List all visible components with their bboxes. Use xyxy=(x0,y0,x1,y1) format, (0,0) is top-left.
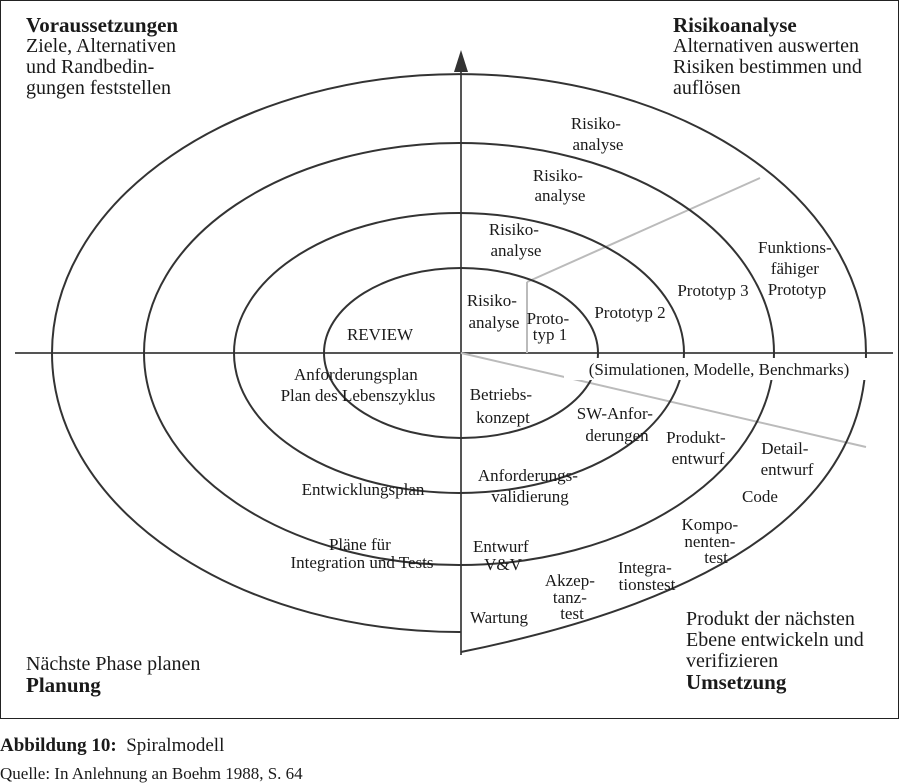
quadrant-text-line: auflösen xyxy=(673,77,741,99)
label-line: Kompo- xyxy=(682,515,739,534)
prototype-guide-line xyxy=(526,177,761,283)
spiral-ring-1 xyxy=(322,267,599,439)
design-guide-line xyxy=(460,352,867,448)
label-line: Pläne für xyxy=(329,535,391,554)
label-design-vv: Entwurf V&V xyxy=(473,537,533,574)
figure-caption: Abbildung 10: Spiralmodell xyxy=(0,735,224,757)
label-line: Anforderungsplan xyxy=(294,365,418,384)
quadrant-title-implementation: Umsetzung xyxy=(686,670,787,694)
label-requirements-plan: Anforderungsplan Plan des Lebenszyklus xyxy=(281,365,436,405)
quadrant-title-risk-analysis: Risikoanalyse xyxy=(673,13,797,37)
label-prototype-3: Prototyp 3 xyxy=(677,281,748,300)
quadrant-text-line: verifizieren xyxy=(686,650,779,672)
label-review: REVIEW xyxy=(347,325,414,344)
quadrant-text-line: Ebene entwickeln und xyxy=(686,629,864,651)
label-line: nenten- xyxy=(684,532,735,551)
label-line: analyse xyxy=(469,313,520,332)
caption-title: Spiralmodell xyxy=(126,735,225,756)
label-line: Entwurf xyxy=(473,537,529,556)
label-prototype-2: Prototyp 2 xyxy=(594,303,665,322)
label-line: analyse xyxy=(535,186,586,205)
axis-arrowhead xyxy=(454,50,468,72)
label-line: tionstest xyxy=(619,575,676,594)
label-prototype-1: Proto- typ 1 xyxy=(527,309,574,344)
label-line: Akzep- xyxy=(545,571,595,590)
label-line: Anforderungs- xyxy=(478,466,578,485)
label-line: derungen xyxy=(585,426,649,445)
quadrant-text-line: gungen feststellen xyxy=(26,77,171,99)
simulation-label-bg xyxy=(564,358,875,380)
label-component-test: Kompo- nenten- test xyxy=(682,515,743,567)
label-line: test xyxy=(704,548,728,567)
quadrant-text-line: und Randbedin- xyxy=(26,56,155,78)
spiral-ring-2 xyxy=(232,212,685,494)
label-line: Risiko- xyxy=(533,166,583,185)
label-line: typ 1 xyxy=(533,325,567,344)
label-line: tanz- xyxy=(553,588,587,607)
quadrant-top-left: Voraussetzungen Ziele, Alternativen und … xyxy=(26,15,178,99)
label-acceptance-test: Akzep- tanz- test xyxy=(545,571,599,623)
quadrant-bottom-left: Nächste Phase planen Planung xyxy=(26,654,200,696)
label-line: entwurf xyxy=(672,449,725,468)
label-line: Risiko- xyxy=(571,114,621,133)
label-line: Integration und Tests xyxy=(291,553,434,572)
label-line: Produkt- xyxy=(666,428,726,447)
label-line: Risiko- xyxy=(489,220,539,239)
label-line: entwurf xyxy=(761,460,814,479)
quadrant-top-right: Risikoanalyse Alternativen auswerten Ris… xyxy=(673,15,862,99)
label-development-plan: Entwicklungsplan xyxy=(302,480,425,499)
label-line: analyse xyxy=(491,241,542,260)
quadrant-text-line: Alternativen auswerten xyxy=(673,35,860,57)
label-line: Integra- xyxy=(618,558,672,577)
label-maintenance: Wartung xyxy=(470,608,529,627)
label-line: Detail- xyxy=(761,439,809,458)
spiral-model-diagram: REVIEW Risiko- analyse Risiko- analyse R… xyxy=(15,50,893,655)
label-line: Risiko- xyxy=(467,291,517,310)
label-risk-2: Risiko- analyse xyxy=(489,220,543,260)
quadrant-bottom-right: Produkt der nächsten Ebene entwickeln un… xyxy=(686,609,864,693)
label-line: test xyxy=(560,604,584,623)
figure-source: Quelle: In Anlehnung an Boehm 1988, S. 6… xyxy=(0,764,303,783)
quadrant-text-line: Ziele, Alternativen xyxy=(26,35,176,57)
label-code: Code xyxy=(742,487,778,506)
label-line: Funktions- xyxy=(758,238,832,257)
quadrant-title-prerequisites: Voraussetzungen xyxy=(26,13,179,37)
label-line: V&V xyxy=(484,555,523,574)
label-line: konzept xyxy=(476,408,530,427)
label-line: analyse xyxy=(573,135,624,154)
label-requirements-validation: Anforderungs- validierung xyxy=(478,466,582,506)
spiral-outer-tail xyxy=(460,352,867,653)
quadrant-text-line: Nächste Phase planen xyxy=(26,653,201,675)
label-line: SW-Anfor- xyxy=(577,404,653,423)
label-simulation: (Simulationen, Modelle, Benchmarks) xyxy=(589,360,850,379)
label-line: fähiger xyxy=(771,259,819,278)
label-risk-4: Risiko- analyse xyxy=(571,114,625,154)
quadrant-title-planning: Planung xyxy=(26,673,101,697)
figure-frame xyxy=(0,0,899,719)
label-line: validierung xyxy=(491,487,569,506)
label-operations-concept: Betriebs- konzept xyxy=(470,385,537,427)
quadrant-text-line: Produkt der nächsten xyxy=(686,608,855,630)
label-detail-design: Detail- entwurf xyxy=(761,439,814,479)
label-line: Proto- xyxy=(527,309,570,328)
spiral-ring-outer xyxy=(50,73,867,634)
label-line: Prototyp xyxy=(768,280,827,299)
label-integration-plans: Pläne für Integration und Tests xyxy=(291,535,434,572)
label-integration-test: Integra- tionstest xyxy=(618,558,676,594)
label-prototype-final: Funktions- fähiger Prototyp xyxy=(758,238,836,299)
label-line: Betriebs- xyxy=(470,385,533,404)
label-risk-3: Risiko- analyse xyxy=(533,166,587,205)
label-sw-requirements: SW-Anfor- derungen xyxy=(577,404,657,445)
label-product-design: Produkt- entwurf xyxy=(666,428,730,468)
label-risk-1: Risiko- analyse xyxy=(467,291,521,332)
caption-label: Abbildung 10: xyxy=(0,735,117,756)
quadrant-text-line: Risiken bestimmen und xyxy=(673,56,862,78)
label-line: Plan des Lebenszyklus xyxy=(281,386,436,405)
spiral-ring-3 xyxy=(142,142,775,566)
